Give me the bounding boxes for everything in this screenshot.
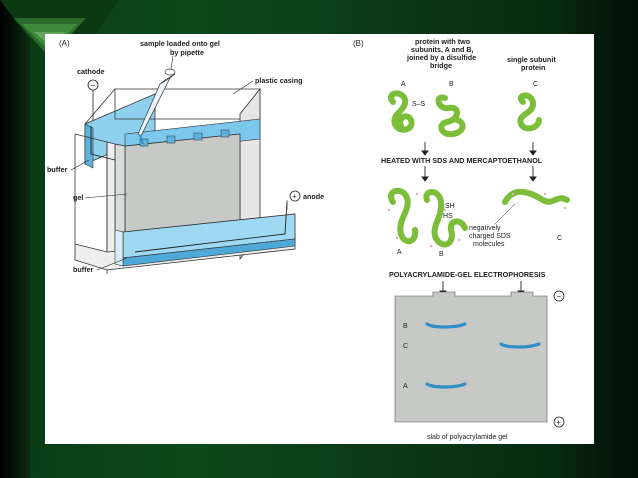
page-step-label: POLYACRYLAMIDE-GEL ELECTROPHORESIS: [389, 270, 546, 279]
svg-text:+: +: [556, 418, 561, 427]
plastic-casing-label: plastic casing: [255, 76, 303, 85]
svg-text:+: +: [292, 192, 297, 201]
denatured-b-label: B: [439, 251, 444, 258]
anode-plus-icon: +: [289, 190, 301, 202]
arrows-heat: [421, 142, 537, 156]
folded-proteins: [388, 90, 542, 138]
band-b: [425, 322, 467, 329]
band-c: [499, 342, 541, 349]
negative-sds-line1: negatively: [469, 225, 501, 232]
gel-plus-icon: +: [553, 416, 565, 428]
subunit-c-label: C: [533, 81, 538, 88]
heated-step-label: HEATED WITH SDS AND MERCAPTOETHANOL: [381, 156, 543, 165]
two-subunit-line1: protein with two: [415, 37, 471, 46]
band-c-label: C: [403, 343, 408, 350]
buffer-bottom-label: buffer: [73, 265, 94, 274]
two-subunit-line3: joined by a disulfide: [406, 53, 476, 62]
pipette-icon: [137, 55, 176, 145]
sh-label: SH: [445, 203, 455, 210]
buffer-top-label: buffer: [47, 165, 68, 174]
cathode-label: cathode: [77, 67, 105, 76]
svg-text:−: −: [557, 292, 562, 301]
svg-text:−: −: [91, 81, 96, 90]
two-subunit-line2: subunits, A and B,: [411, 45, 474, 54]
single-subunit-line1: single subunit: [507, 55, 556, 64]
cathode-minus-icon: −: [87, 79, 99, 91]
hs-label: HS: [443, 213, 453, 220]
sample-label-line1: sample loaded onto gel: [140, 39, 220, 48]
gel-label: gel: [73, 193, 83, 202]
slide-content: (A) sample loaded onto gel by pipette ca…: [45, 34, 594, 444]
panel-b-label: (B): [353, 39, 364, 48]
left-dark-bar: [0, 0, 30, 478]
disulfide-label: S–S: [412, 101, 426, 108]
denatured-a-label: A: [397, 249, 402, 256]
gel-minus-icon: −: [553, 290, 565, 302]
panel-a-label: (A): [59, 39, 70, 48]
band-b-label: B: [403, 323, 408, 330]
gel-slab: [394, 291, 548, 423]
negative-sds-line3: molecules: [473, 241, 505, 248]
negative-sds-line2: charged SDS: [469, 233, 511, 240]
sample-label-line2: by pipette: [170, 48, 204, 57]
arrows-denatured: [421, 166, 537, 182]
denatured-c-label: C: [557, 235, 562, 242]
subunit-a-label: A: [401, 81, 406, 88]
denatured-proteins: [388, 187, 570, 248]
single-subunit-line2: protein: [521, 63, 545, 72]
sds-dots: [387, 192, 567, 248]
subunit-b-label: B: [449, 81, 454, 88]
slab-caption: slab of polyacrylamide gel: [427, 434, 508, 441]
band-a-label: A: [403, 383, 408, 390]
two-subunit-line4: bridge: [430, 61, 452, 70]
band-a: [425, 382, 467, 389]
gel-apparatus: [74, 87, 296, 274]
anode-label: anode: [303, 192, 324, 201]
